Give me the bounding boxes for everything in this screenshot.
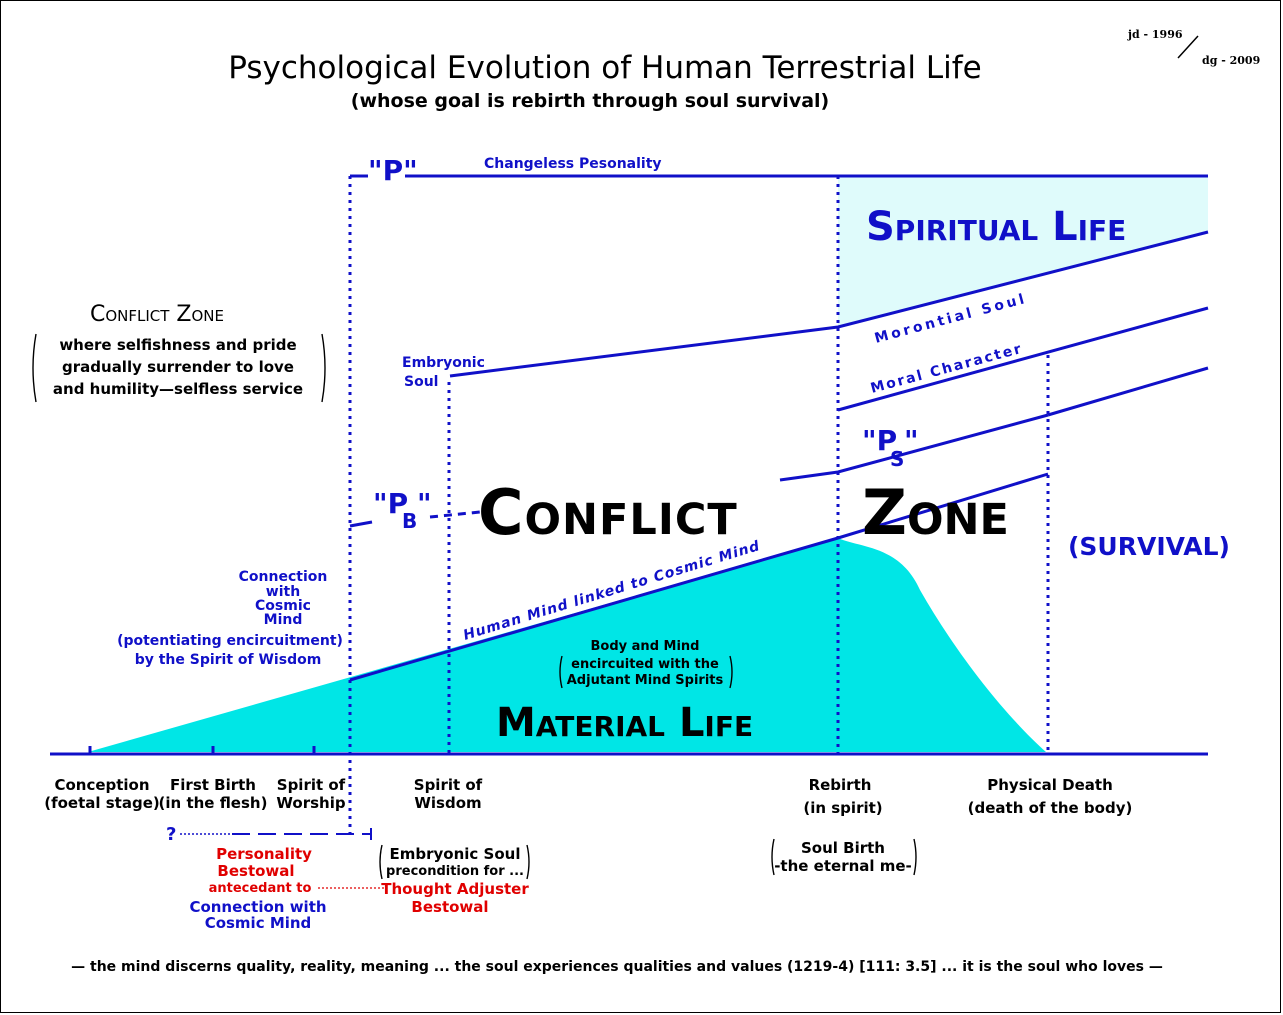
connection-paren-1: (potentiating encircuitment) — [117, 633, 343, 649]
body-mind-open-bracket — [559, 655, 563, 689]
connection-line-1: Connection — [239, 569, 328, 585]
thought-adjuster-2: Bestowal — [411, 898, 488, 916]
p-label: "P" — [368, 154, 418, 187]
connection-paren-2: by the Spirit of Wisdom — [135, 652, 322, 668]
conflict-zone-left-line-2: gradually surrender to love — [62, 358, 294, 376]
ps-label: "P — [862, 424, 897, 457]
conflict-zone-left-line-1: where selfishness and pride — [59, 336, 296, 354]
changeless-personality-label: Changeless Pesonality — [484, 156, 662, 172]
stage-conception-l1: Conception — [54, 776, 149, 794]
survival-label: (SURVIVAL) — [1068, 532, 1230, 561]
spiritual-life-label: Spiritual Life — [866, 204, 1126, 250]
connection-line-4: Mind — [264, 612, 303, 628]
material-life-region — [88, 538, 1046, 752]
question-mark: ? — [166, 824, 176, 845]
stage-conception-l2: (foetal stage) — [44, 794, 160, 812]
thought-adjuster-1: Thought Adjuster — [381, 880, 529, 898]
connection-line-3: Cosmic — [255, 598, 311, 614]
conflict-zone-left-open-bracket — [32, 333, 37, 403]
body-mind-line-3: Adjutant Mind Spirits — [567, 673, 724, 688]
morontial-soul-line — [837, 306, 1209, 412]
soul-birth-open-bracket — [771, 838, 775, 876]
ps-subscript: S — [890, 447, 904, 471]
connection-cosmic-2: Cosmic Mind — [205, 914, 312, 932]
pb-personality-line — [349, 520, 373, 528]
diagram-title: Psychological Evolution of Human Terrest… — [228, 50, 982, 86]
material-life-label: Material Life — [496, 700, 753, 746]
embryonic-soul-label-2: Soul — [404, 374, 438, 390]
embryonic-soul-line — [449, 230, 1209, 378]
soul-birth-2: -the eternal me- — [774, 857, 912, 875]
conflict-zone-left-line-3: and humility—selfless service — [53, 380, 303, 398]
embryonic-close-bracket — [526, 844, 530, 880]
embryonic-open-bracket — [379, 844, 383, 880]
embryonic-soul-box-1: Embryonic Soul — [390, 845, 521, 863]
conflict-zone-left-heading: Conflict Zone — [90, 302, 224, 327]
bottom-quote: — the mind discerns quality, reality, me… — [71, 959, 1163, 975]
connection-cosmic-1: Connection with — [189, 898, 326, 916]
stage-worship-l1: Spirit of — [277, 776, 346, 794]
diagram-subtitle: (whose goal is rebirth through soul surv… — [351, 90, 829, 112]
soul-birth-1: Soul Birth — [801, 839, 885, 857]
zone-big-label: Zone — [862, 476, 1009, 549]
moral-character-line — [1047, 366, 1209, 417]
stage-first-birth-l1: First Birth — [170, 776, 256, 794]
connection-line-2: with — [266, 584, 300, 600]
personality-bestowal-2: Bestowal — [217, 862, 294, 880]
stage-death-l1: Physical Death — [987, 776, 1113, 794]
stage-rebirth-l1: Rebirth — [809, 776, 872, 794]
pb-label: "P — [373, 487, 408, 520]
body-mind-line-1: Body and Mind — [591, 639, 700, 654]
stage-rebirth-l2: (in spirit) — [803, 799, 882, 817]
pb-dashed-line — [429, 510, 481, 519]
conflict-big-label: Conflict — [478, 476, 738, 549]
conflict-zone-left-close-bracket — [321, 333, 326, 403]
body-mind-line-2: encircuited with the — [571, 657, 719, 672]
embryonic-soul-label-1: Embryonic — [402, 355, 485, 371]
credit-a: jd - 1996 — [1127, 28, 1183, 41]
moral-character-label: Moral Character — [869, 341, 1025, 397]
stage-worship-l2: Worship — [276, 794, 345, 812]
stage-wisdom-l2: Wisdom — [414, 794, 481, 812]
credit-b: dg - 2009 — [1202, 54, 1260, 67]
body-mind-close-bracket — [729, 655, 733, 689]
personality-bestowal-1: Personality — [216, 845, 312, 863]
stage-wisdom-l1: Spirit of — [414, 776, 483, 794]
ps-close: " — [904, 424, 919, 457]
stage-death-l2: (death of the body) — [968, 799, 1133, 817]
pb-subscript: B — [402, 509, 417, 533]
stage-first-birth-l2: (in the flesh) — [159, 794, 268, 812]
spiritual-life-region — [838, 176, 1208, 327]
antecedant-label: antecedant to — [209, 881, 312, 896]
credit-slash — [1177, 35, 1199, 59]
pb-close: " — [417, 487, 432, 520]
soul-birth-close-bracket — [913, 838, 917, 876]
embryonic-soul-box-2: precondition for ... — [386, 864, 524, 879]
